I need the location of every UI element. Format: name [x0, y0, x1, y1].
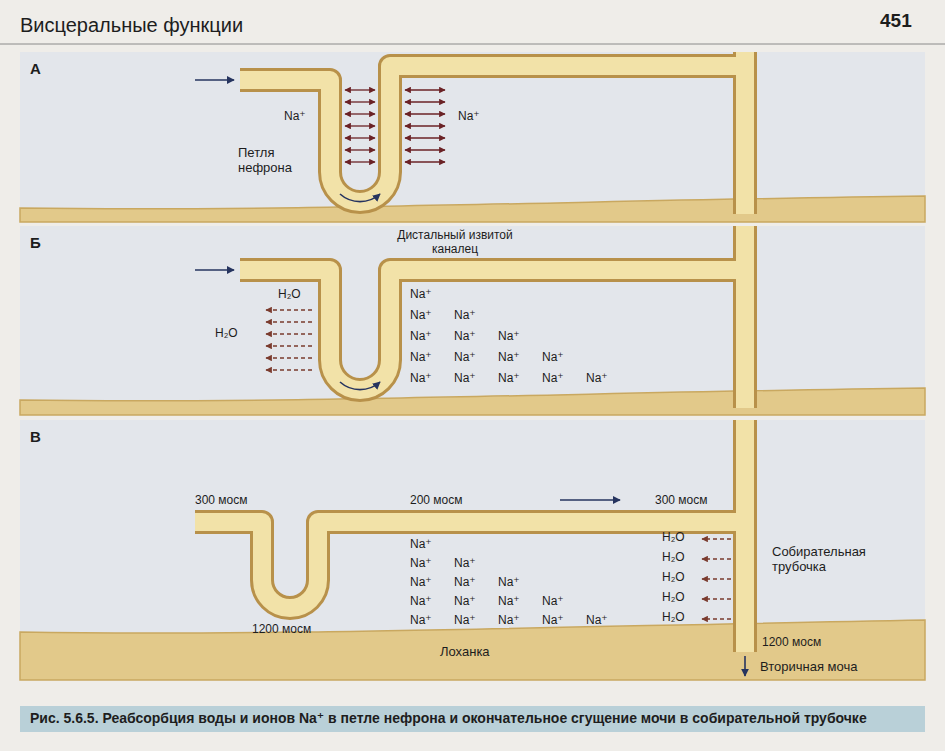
ion-label: Na⁺: [586, 614, 608, 628]
ion-label: Na⁺: [410, 614, 432, 628]
ion-label: Na⁺: [458, 110, 480, 124]
ion-label: Na⁺: [586, 372, 608, 386]
ion-label: Na⁺: [498, 595, 520, 609]
figure-caption: Рис. 5.6.5. Реабсорбция воды и ионов Na⁺…: [20, 706, 925, 732]
structure-label: Петля нефрона: [238, 146, 313, 176]
ion-label: Na⁺: [454, 614, 476, 628]
panel-grounds: [20, 52, 925, 680]
ion-label: Na⁺: [410, 576, 432, 590]
structure-label: Собирательная трубочка: [772, 545, 897, 575]
water-label: H₂O: [662, 551, 685, 565]
water-label: H₂O: [662, 611, 685, 625]
ion-label: Na⁺: [410, 351, 432, 365]
water-label: H₂O: [662, 591, 685, 605]
osmolarity-value: 1200 мосм: [762, 636, 821, 650]
ion-label: Na⁺: [454, 595, 476, 609]
ion-label: Na⁺: [498, 351, 520, 365]
water-arrows: [266, 310, 731, 619]
ion-label: Na⁺: [498, 614, 520, 628]
ion-label: Na⁺: [410, 372, 432, 386]
ion-label: Na⁺: [454, 557, 476, 571]
flow-arrows: [195, 80, 745, 676]
ion-label: Na⁺: [498, 576, 520, 590]
ion-label: Na⁺: [454, 351, 476, 365]
panel-letter: Б: [30, 234, 41, 251]
renal-pelvis-bands: [20, 196, 925, 680]
ion-label: Na⁺: [498, 330, 520, 344]
ion-label: Na⁺: [410, 595, 432, 609]
ion-label: Na⁺: [542, 595, 564, 609]
osmolarity-value: 200 мосм: [410, 494, 463, 508]
page-number: 451: [880, 10, 912, 32]
tubule-walls: [195, 52, 745, 652]
ion-label: Na⁺: [454, 576, 476, 590]
osmolarity-value: 1200 мосм: [252, 623, 311, 637]
structure-label: Дистальный извитой каналец: [390, 229, 520, 257]
water-label: H₂O: [215, 327, 238, 341]
ion-label: Na⁺: [542, 614, 564, 628]
osmolarity-value: 300 мосм: [195, 494, 248, 508]
water-label: H₂O: [278, 288, 301, 302]
panel-letter: А: [30, 60, 41, 77]
ion-label: Na⁺: [498, 372, 520, 386]
structure-label: Вторичная моча: [760, 660, 858, 675]
header-rule: [0, 44, 945, 45]
ion-label: Na⁺: [454, 372, 476, 386]
ion-label: Na⁺: [410, 288, 432, 302]
tubule-lumen: [195, 52, 745, 652]
panel-letter: В: [30, 428, 41, 445]
figure-panel: А: [20, 52, 925, 222]
structure-label: Лоханка: [440, 645, 490, 660]
ion-label: Na⁺: [410, 330, 432, 344]
osmolarity-value: 300 мосм: [655, 494, 708, 508]
ion-label: Na⁺: [454, 330, 476, 344]
ion-label: Na⁺: [410, 538, 432, 552]
running-head: Висцеральные функции: [20, 14, 243, 37]
water-label: H₂O: [662, 571, 685, 585]
ion-label: Na⁺: [454, 309, 476, 323]
ion-label: Na⁺: [542, 372, 564, 386]
ion-label: Na⁺: [542, 351, 564, 365]
sodium-transport-arrows: [345, 90, 445, 162]
water-label: H₂O: [662, 531, 685, 545]
ion-label: Na⁺: [410, 309, 432, 323]
ion-label: Na⁺: [284, 110, 306, 124]
ion-label: Na⁺: [410, 557, 432, 571]
